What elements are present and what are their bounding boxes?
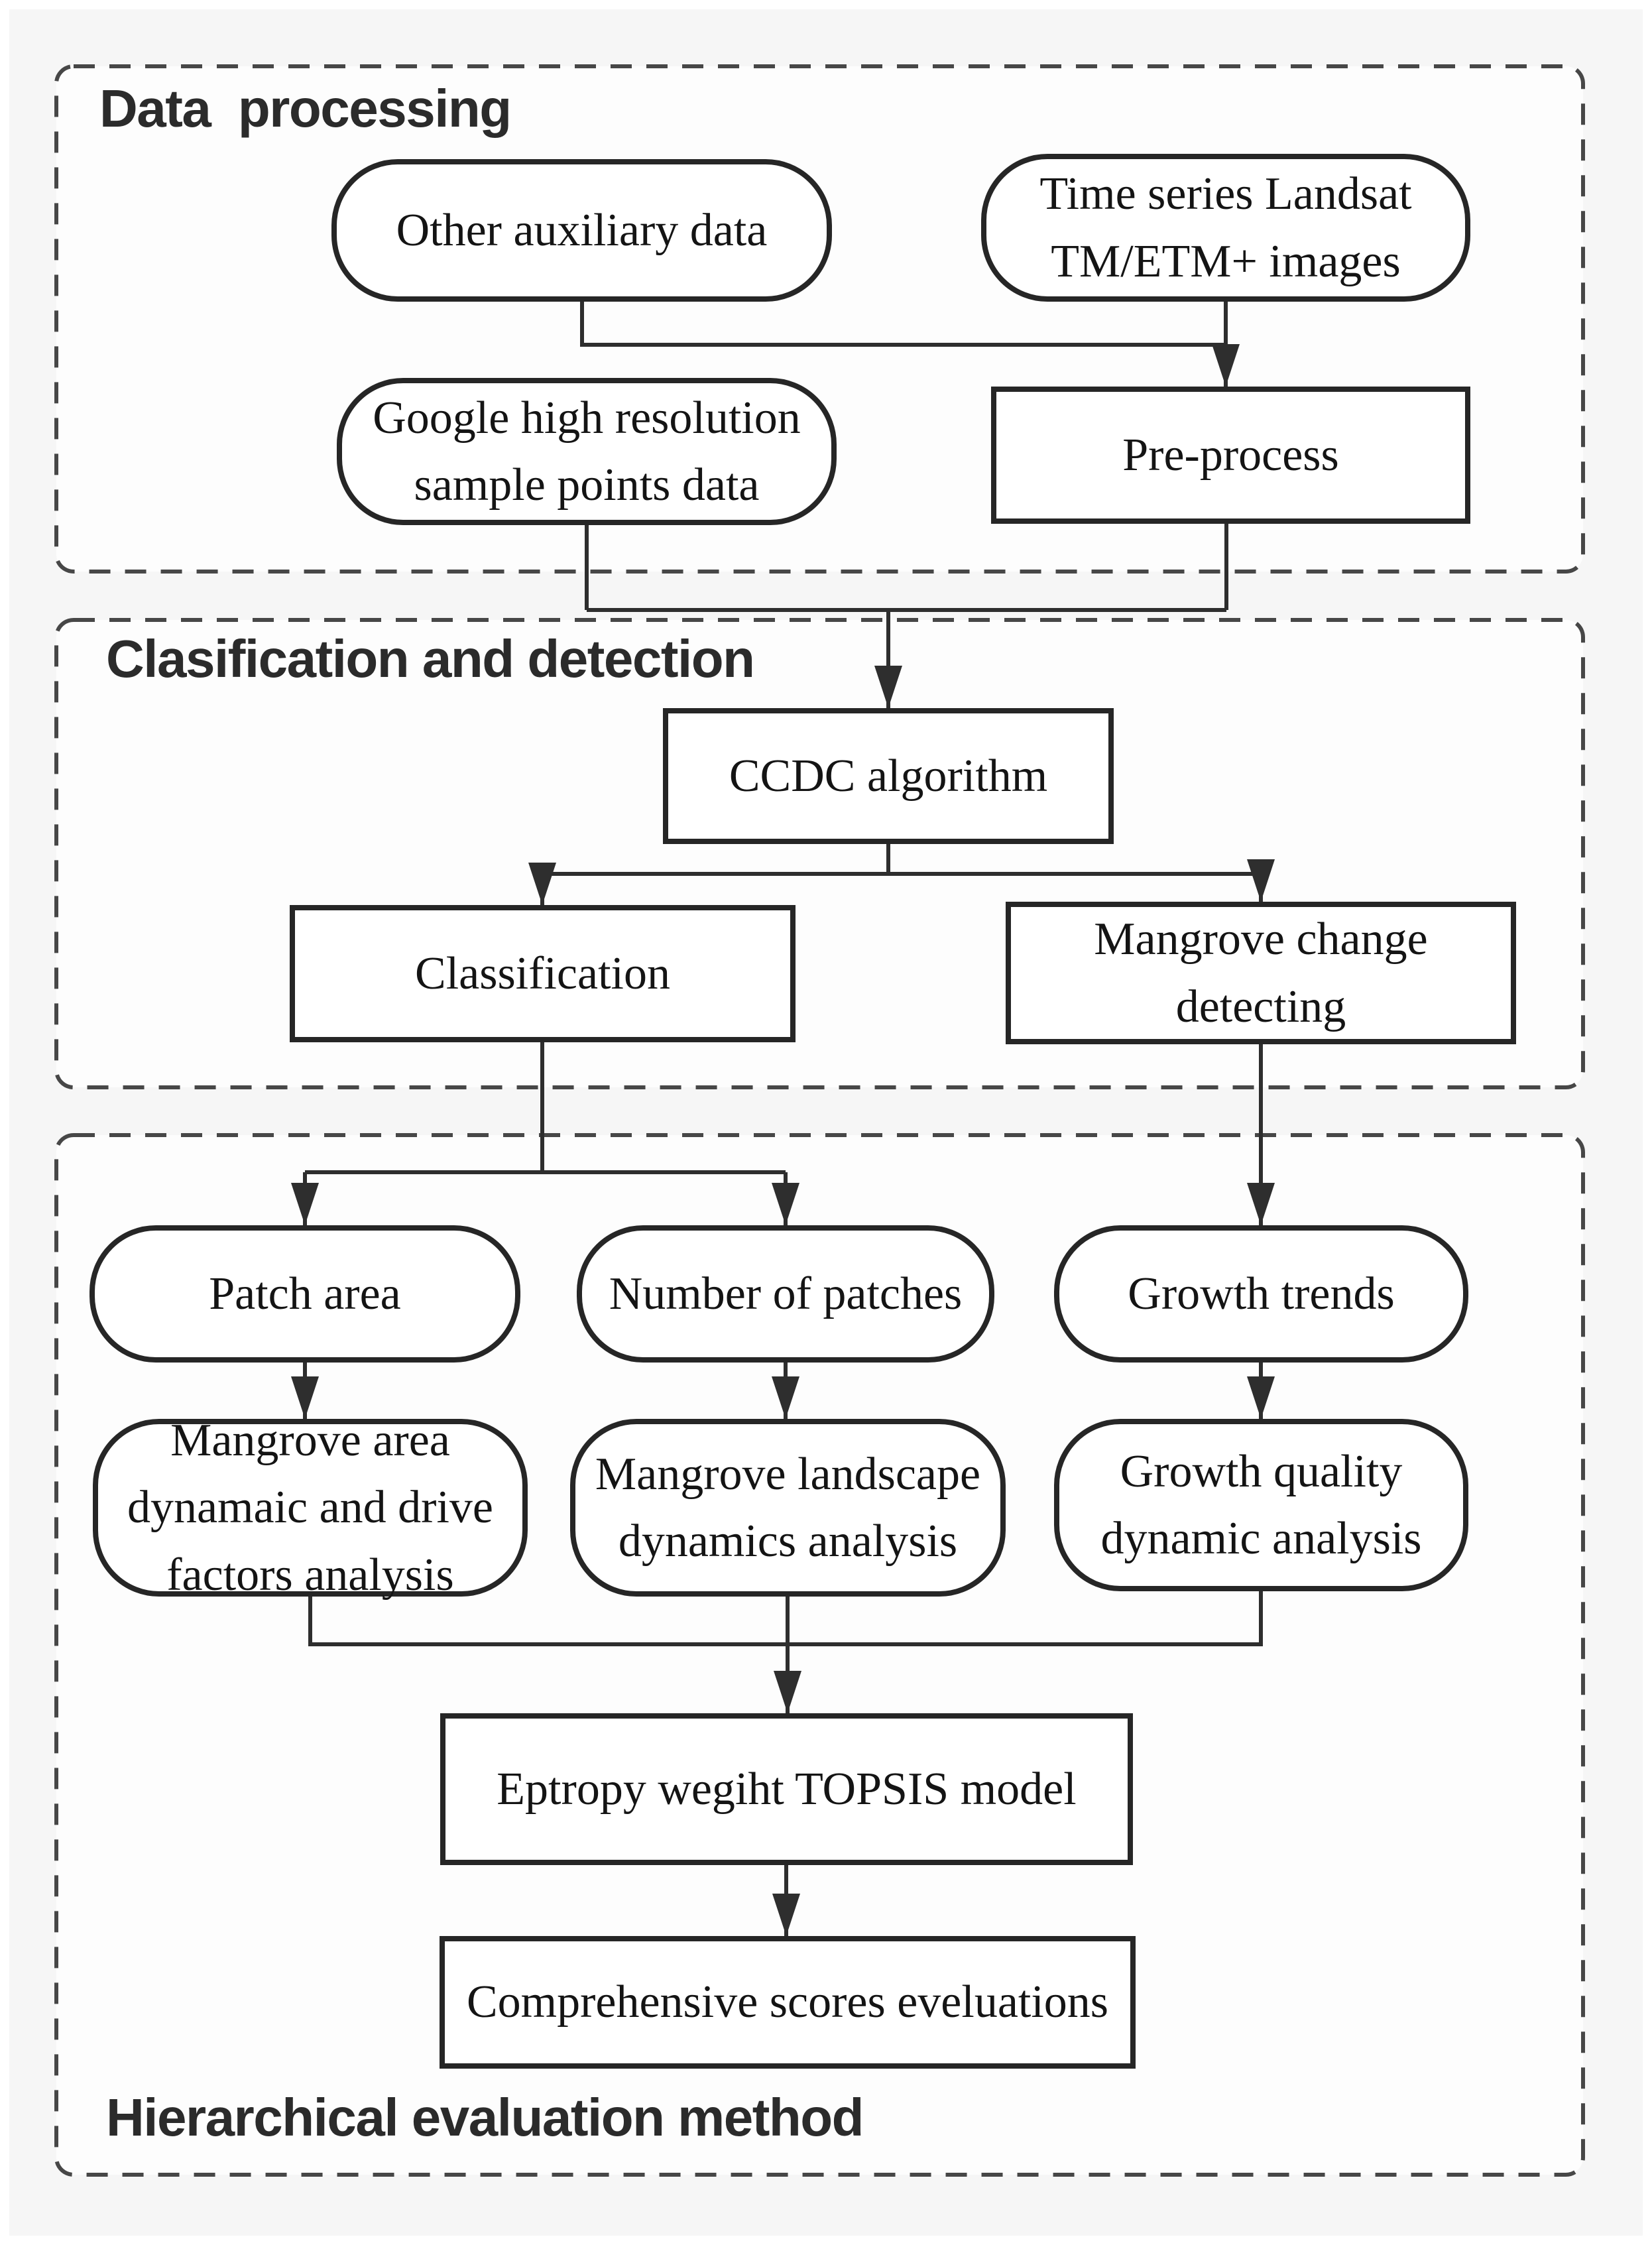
arrowhead-to-preprocess	[1212, 344, 1240, 387]
arrowhead-to-growth-trends	[1247, 1183, 1275, 1225]
section-title-data-processing: Data processing	[99, 79, 512, 138]
node-classification: Classification	[290, 905, 796, 1042]
arrowhead-to-ccdc	[874, 666, 902, 708]
section-title-classification-detection: Clasification and detection	[106, 629, 755, 688]
section-title-hierarchical-evaluation: Hierarchical evaluation method	[106, 2088, 864, 2147]
flow-arrowheads	[291, 344, 1275, 1936]
section-hierarchical-evaluation-border	[54, 1133, 1585, 2177]
node-patch-area: Patch area	[89, 1225, 520, 1363]
node-growth-quality-analysis: Growth quality dynamic analysis	[1054, 1419, 1468, 1591]
arrowhead-to-comprehensive	[772, 1894, 800, 1936]
node-google-sample-points: Google high resolution sample points dat…	[337, 378, 837, 525]
node-topsis-model: Eptropy wegiht TOPSIS model	[440, 1713, 1133, 1865]
node-number-of-patches: Number of patches	[577, 1225, 994, 1363]
node-time-series-landsat: Time series Landsat TM/ETM+ images	[981, 154, 1470, 302]
arrowhead-to-classification	[528, 863, 556, 905]
arrowhead-to-mangrove-area-analysis	[291, 1376, 319, 1419]
node-comprehensive-scores: Comprehensive scores eveluations	[440, 1936, 1136, 2069]
arrowhead-to-mangrove-change	[1247, 859, 1275, 902]
arrowhead-to-number-patches	[772, 1183, 799, 1225]
arrowhead-to-patch-area	[291, 1183, 319, 1225]
node-growth-trends: Growth trends	[1054, 1225, 1468, 1363]
node-other-auxiliary-data: Other auxiliary data	[331, 159, 832, 302]
arrowhead-to-mangrove-landscape-analysis	[772, 1376, 799, 1419]
node-mangrove-change-detecting: Mangrove change detecting	[1006, 902, 1516, 1044]
node-mangrove-area-analysis: Mangrove area dynamaic and drive factors…	[93, 1415, 528, 1601]
arrowhead-to-growth-quality-analysis	[1247, 1376, 1275, 1419]
node-pre-process: Pre-process	[991, 387, 1470, 524]
node-mangrove-landscape-analysis: Mangrove landscape dynamics analysis	[570, 1419, 1006, 1597]
arrowhead-to-topsis	[774, 1671, 801, 1713]
node-ccdc-algorithm: CCDC algorithm	[663, 708, 1114, 844]
